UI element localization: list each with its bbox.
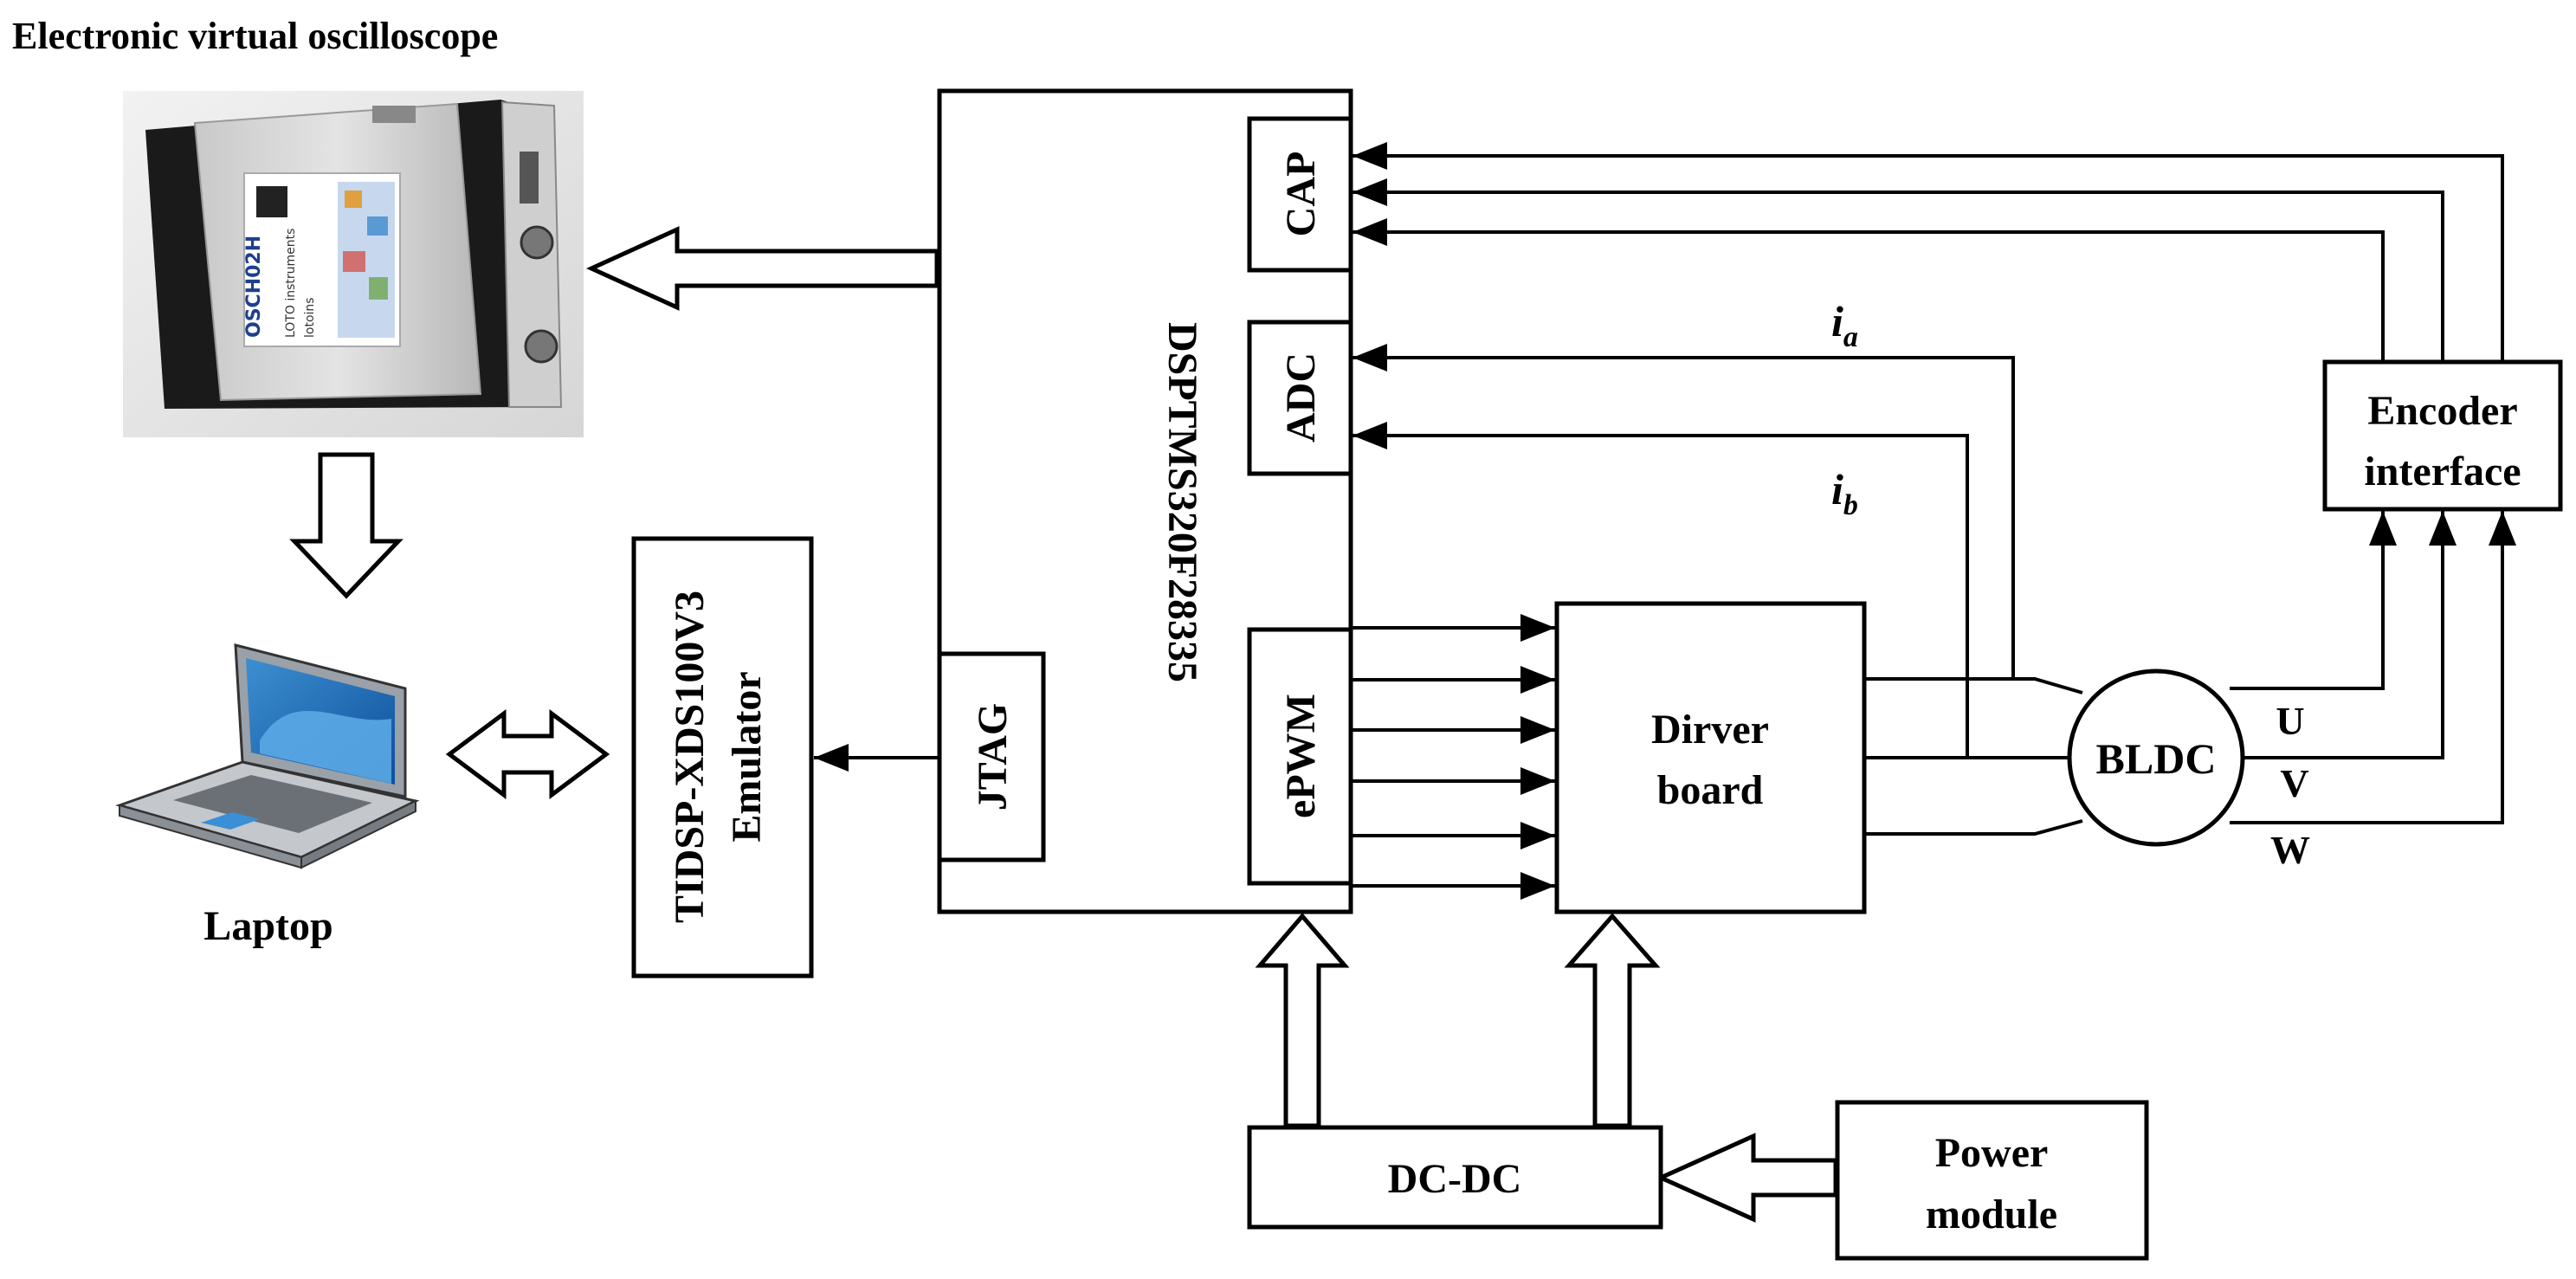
dsp-label: DSPTMS320F28335 bbox=[1159, 322, 1205, 682]
pwm-signal-lines bbox=[1351, 614, 1555, 900]
arrow-dcdc-to-dsp bbox=[1255, 913, 1350, 1128]
emulator-box bbox=[631, 536, 814, 979]
oscilloscope-brand: LOTO instruments bbox=[284, 229, 298, 338]
laptop-label: Laptop bbox=[203, 903, 332, 949]
encoder-label-2: interface bbox=[2364, 449, 2521, 494]
oscilloscope-title: Electronic virtual oscilloscope bbox=[12, 15, 498, 57]
phase-lines bbox=[1864, 677, 2083, 836]
bldc-label: BLDC bbox=[2096, 734, 2217, 783]
oscilloscope-brand-short: lotoins bbox=[303, 297, 317, 338]
power-module-label-1: Power bbox=[1935, 1130, 2049, 1176]
laptop-icon bbox=[115, 643, 420, 869]
cap-block bbox=[1247, 116, 1353, 273]
adc-block bbox=[1247, 320, 1353, 476]
arrow-power-to-dcdc bbox=[1655, 1133, 1838, 1223]
power-module-box bbox=[1835, 1100, 2149, 1261]
cap-label: CAP bbox=[1278, 152, 1324, 237]
dcdc-label: DC-DC bbox=[1388, 1156, 1522, 1202]
current-sense-lines bbox=[1353, 344, 2015, 758]
driver-board-label-2: board bbox=[1657, 767, 1764, 813]
phase-w-label: W bbox=[2270, 828, 2310, 872]
encoder-label-1: Encoder bbox=[2367, 388, 2517, 434]
jtag-block bbox=[937, 651, 1046, 862]
arrow-dsp-to-scope bbox=[585, 226, 939, 311]
emulator-label-2: Emulator bbox=[724, 671, 770, 842]
phase-v-label: V bbox=[2280, 761, 2308, 805]
dcdc-box bbox=[1247, 1125, 1663, 1230]
oscilloscope-model: OSCH02H bbox=[243, 236, 265, 338]
emulator-label-1: TIDSP-XDS100V3 bbox=[667, 591, 713, 923]
oscilloscope-image: OSCH02H LOTO instruments lotoins bbox=[123, 91, 584, 437]
driver-board-label-1: Dirver bbox=[1651, 707, 1769, 753]
power-module-label-2: module bbox=[1926, 1192, 2057, 1237]
epwm-block bbox=[1247, 627, 1353, 886]
encoder-to-cap-lines bbox=[1353, 142, 2504, 362]
phase-u-label: U bbox=[2276, 699, 2304, 743]
motor-to-encoder-lines bbox=[2230, 511, 2516, 824]
adc-label: ADC bbox=[1278, 352, 1324, 442]
driver-board-box bbox=[1554, 601, 1867, 914]
arrow-dcdc-to-driver bbox=[1564, 913, 1661, 1128]
arrow-laptop-emulator bbox=[445, 709, 610, 799]
epwm-label: ePWM bbox=[1278, 694, 1324, 818]
jtag-label: JTAG bbox=[970, 703, 1016, 811]
arrow-scope-to-laptop bbox=[289, 452, 404, 599]
current-ia-label: ia bbox=[1831, 297, 1858, 353]
current-ib-label: ib bbox=[1831, 465, 1858, 521]
